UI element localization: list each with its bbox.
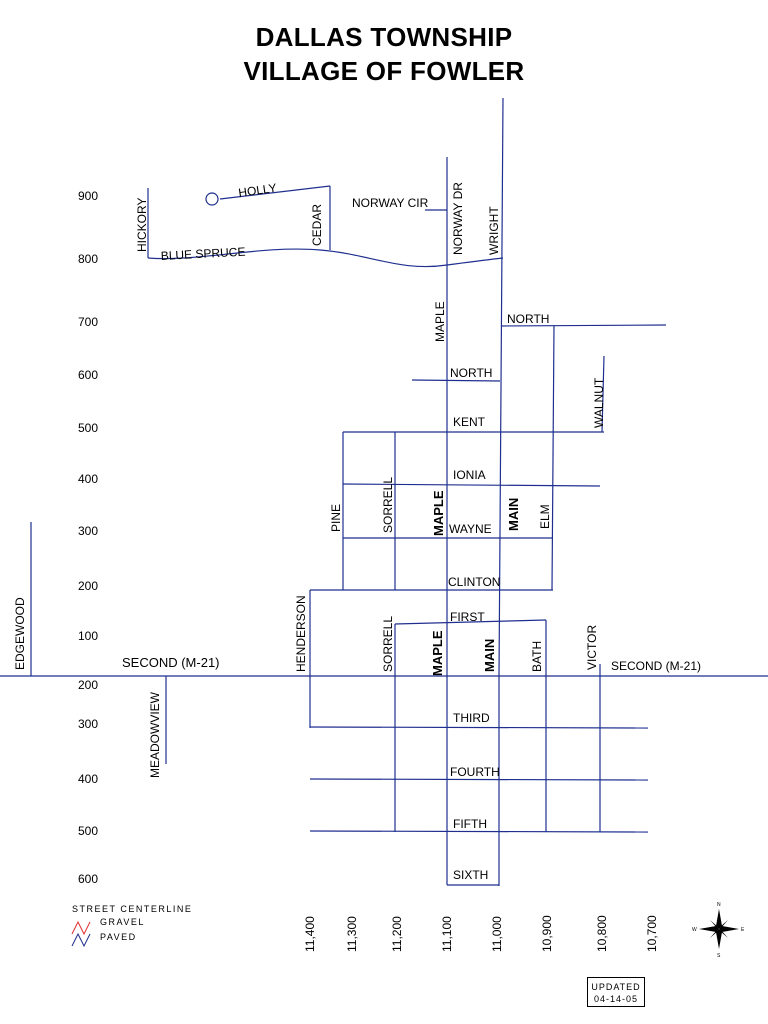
street-label-holly: HOLLY: [237, 181, 277, 200]
road-third: [309, 726, 649, 729]
grid-labels-north: 900 800 700 600 500 400 300 200 100: [78, 189, 98, 643]
grid-label-11400: 11,400: [303, 916, 317, 952]
compass-e: E: [741, 927, 745, 933]
road-fifth: [309, 830, 649, 833]
street-label-norway-dr: NORWAY DR: [451, 182, 465, 255]
grid-label-200: 200: [78, 579, 98, 593]
grid-label-10800: 10,800: [595, 915, 609, 952]
grid-label-s400: 400: [78, 772, 98, 786]
street-label-sorrell-north: SORRELL: [381, 477, 395, 533]
street-label-third: THIRD: [453, 711, 490, 725]
street-label-hickory: HICKORY: [135, 198, 149, 252]
grid-label-s600: 600: [78, 872, 98, 886]
street-label-bath: BATH: [530, 641, 544, 672]
grid-label-600: 600: [78, 368, 98, 382]
grid-label-10700: 10,700: [645, 915, 659, 952]
grid-labels-bottom: 11,400 11,300 11,200 11,100 11,000 10,90…: [303, 915, 659, 952]
street-label-north-west: NORTH: [450, 366, 492, 380]
grid-label-500: 500: [78, 421, 98, 435]
grid-label-800: 800: [78, 252, 98, 266]
street-label-main-south: MAIN: [482, 639, 497, 672]
street-label-wright: WRIGHT: [487, 206, 501, 255]
street-label-main-mid: MAIN: [506, 498, 521, 531]
street-label-ionia: IONIA: [453, 468, 486, 482]
street-label-cedar: CEDAR: [310, 204, 324, 246]
legend-title: STREET CENTERLINE: [72, 904, 192, 914]
legend-gravel-swatch: [71, 920, 91, 936]
map-title-line2: VILLAGE OF FOWLER: [243, 56, 525, 86]
legend-paved-swatch: [71, 932, 91, 948]
street-label-north-east: NORTH: [507, 312, 549, 326]
street-label-henderson: HENDERSON: [294, 595, 308, 672]
grid-label-s300: 300: [78, 717, 98, 731]
street-label-first: FIRST: [450, 610, 485, 624]
street-label-sorrell-south: SORRELL: [381, 616, 395, 672]
street-label-maple-south: MAPLE: [430, 630, 445, 676]
grid-label-700: 700: [78, 315, 98, 329]
street-label-sixth: SIXTH: [453, 868, 488, 882]
street-label-kent: KENT: [453, 415, 486, 429]
street-label-fourth: FOURTH: [450, 765, 500, 779]
grid-label-100: 100: [78, 629, 98, 643]
street-label-meadowview: MEADOWVIEW: [148, 691, 162, 778]
street-label-clinton: CLINTON: [448, 575, 500, 589]
street-labels: HOLLY HICKORY BLUE SPRUCE CEDAR NORWAY C…: [13, 181, 701, 882]
grid-label-11200: 11,200: [390, 916, 404, 952]
compass-s: S: [717, 953, 721, 959]
road-holly-culdesac: [205, 192, 219, 206]
legend-paved-label: PAVED: [100, 932, 137, 942]
street-label-blue-spruce: BLUE SPRUCE: [160, 245, 245, 263]
road-ionia: [342, 483, 601, 487]
street-label-second-west: SECOND (M-21): [122, 655, 220, 670]
road-north-west: [411, 379, 501, 382]
updated-date: 04-14-05: [593, 994, 639, 1004]
grid-label-11100: 11,100: [440, 916, 454, 952]
grid-label-300: 300: [78, 524, 98, 538]
grid-label-11000: 11,000: [490, 916, 504, 952]
road-first: [394, 619, 547, 625]
compass-w: W: [692, 927, 697, 933]
street-label-elm: ELM: [538, 504, 552, 529]
updated-box: UPDATED 04-14-05: [587, 977, 645, 1007]
road-elm: [551, 325, 555, 591]
street-label-victor: VICTOR: [585, 625, 599, 670]
street-label-norway-cir: NORWAY CIR: [352, 196, 429, 210]
road-north-east: [500, 324, 667, 327]
compass-rose-icon: N S E W: [692, 902, 745, 959]
street-label-edgewood: EDGEWOOD: [13, 597, 27, 670]
grid-label-11300: 11,300: [345, 916, 359, 952]
street-label-walnut: WALNUT: [592, 377, 606, 428]
compass-n: N: [717, 902, 721, 908]
street-label-maple-mid: MAPLE: [431, 490, 446, 536]
street-label-second-east: SECOND (M-21): [611, 659, 701, 673]
grid-label-s500: 500: [78, 824, 98, 838]
road-holly: [219, 185, 331, 200]
street-label-wayne: WAYNE: [449, 522, 492, 536]
road-walnut: [601, 355, 605, 433]
street-label-pine: PINE: [329, 504, 343, 532]
grid-label-900: 900: [78, 189, 98, 203]
street-label-maple-north: MAPLE: [433, 301, 447, 342]
road-fourth: [309, 778, 649, 781]
legend-gravel-label: GRAVEL: [100, 917, 145, 927]
grid-label-400: 400: [78, 472, 98, 486]
road-wright: [498, 97, 504, 677]
road-network: [0, 97, 768, 886]
updated-label: UPDATED: [591, 982, 641, 992]
street-label-fifth: FIFTH: [453, 817, 487, 831]
grid-label-10900: 10,900: [540, 915, 554, 952]
map-legend: STREET CENTERLINE GRAVEL PAVED: [71, 904, 192, 948]
grid-label-s200: 200: [78, 678, 98, 692]
map-title-line1: DALLAS TOWNSHIP: [255, 22, 513, 52]
road-blue-spruce: [147, 248, 504, 268]
grid-labels-south: 200 300 400 500 600: [78, 678, 98, 886]
